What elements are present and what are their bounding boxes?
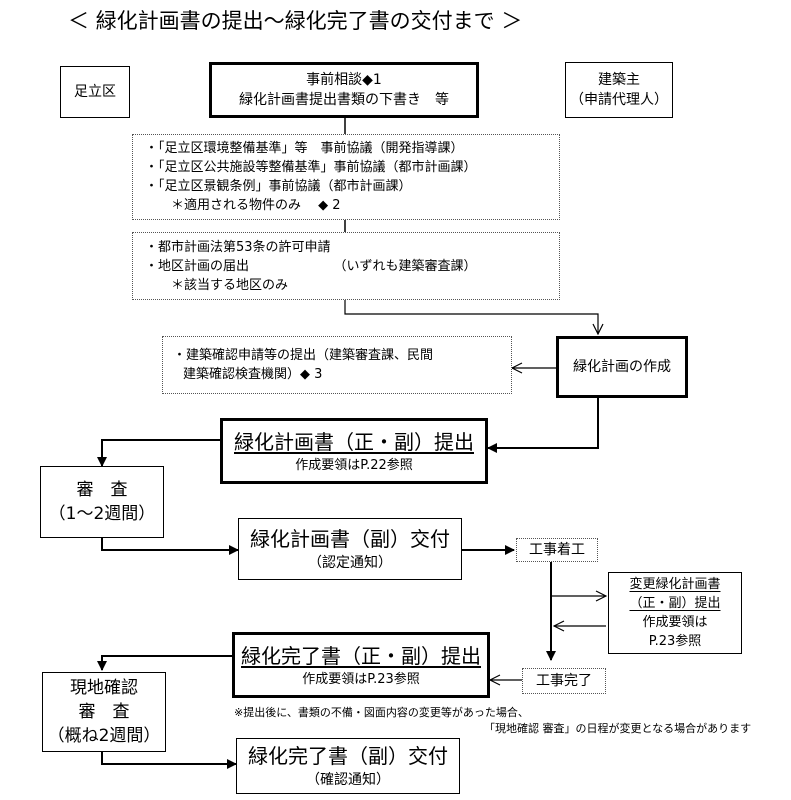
list-item: ＊該当する地区のみ [145,277,289,293]
list-item: ・「足立区景観条例」事前協議（都市計画課） [145,179,412,194]
list-item: ・都市計画法第53条の許可申請 [145,239,331,255]
step-submit-plan: 緑化計画書（正・副）提出 作成要領はP.22参照 [220,418,488,484]
step-create-plan: 緑化計画の作成 [556,336,688,398]
step-pre-consultation: 事前相談◆1 緑化計画書提出書類の下書き 等 [209,62,479,118]
box-prior-consultations: ・「足立区環境整備基準」等 事前協議（開発指導課） ・「足立区公共施設等整備基準… [132,134,560,220]
step-review-2: 現地確認 審 査 （概ね2週間） [42,672,166,752]
step-sub: （認定通知） [308,555,392,571]
note-line-2: 「現地確認 審査」の日程が変更となる場合があります [484,722,752,735]
step-submit-completion: 緑化完了書（正・副）提出 作成要領はP.23参照 [232,632,490,698]
step-label: 審 査 [76,480,128,500]
step-label: 事前相談◆1 [306,72,382,88]
step-label: 工事着工 [529,542,585,558]
step-label: 変更緑化計画書 [629,577,721,592]
step-construction-start: 工事着工 [516,538,598,562]
list-item: ・「足立区公共施設等整備基準」事前協議（都市計画課） [145,160,477,175]
step-sub: 緑化計画書提出書類の下書き 等 [239,92,449,108]
step-sub: P.23参照 [648,634,702,649]
step-label: 緑化完了書（副）交付 [248,744,448,768]
actor-owner-label: 建築主 [598,72,640,88]
step-label: 現地確認 [70,678,138,698]
step-sub: （確認通知） [306,772,390,788]
step-label: 緑化完了書（正・副）提出 [241,643,481,668]
step-construction-end: 工事完了 [522,668,606,694]
step-change-plan: 変更緑化計画書 （正・副）提出 作成要領は P.23参照 [608,572,742,654]
list-item: ・地区計画の届出 （いずれも建築審査課） [145,258,477,274]
step-issue-plan: 緑化計画書（副）交付 （認定通知） [238,518,462,580]
actor-owner: 建築主 （申請代理人） [565,62,673,118]
actor-ward: 足立区 [60,66,130,118]
list-item: ・建築確認申請等の提出（建築審査課、民間 [173,348,434,363]
step-label: 緑化計画書（正・副）提出 [234,429,474,454]
step-issue-completion: 緑化完了書（副）交付 （確認通知） [236,738,460,794]
step-label: （正・副）提出 [629,596,721,611]
step-sub: 作成要領は [642,615,708,630]
list-item: ・「足立区環境整備基準」等 事前協議（開発指導課） [145,141,464,156]
actor-owner-sub: （申請代理人） [570,92,668,108]
box-building-confirmation: ・建築確認申請等の提出（建築審査課、民間 建築確認検査機関）◆ 3 [162,336,512,394]
step-sub: 作成要領はP.23参照 [302,671,420,687]
step-sub: （概ね2週間） [47,726,161,746]
list-item: 建築確認検査機関）◆ 3 [183,367,323,382]
step-label: 審 査 [78,702,130,722]
step-sub: 作成要領はP.22参照 [295,457,413,473]
step-label: 緑化計画書（副）交付 [250,527,450,551]
box-permits: ・都市計画法第53条の許可申請 ・地区計画の届出 （いずれも建築審査課） ＊該当… [132,232,560,300]
step-label: 工事完了 [536,673,592,689]
step-label: 緑化計画の作成 [573,359,671,375]
step-review-1: 審 査 （1～2週間） [40,466,164,538]
step-sub: （1～2週間） [48,504,156,524]
actor-ward-label: 足立区 [74,84,116,100]
list-item: ＊適用される物件のみ ◆ 2 [145,198,341,213]
page-title: ＜ 緑化計画書の提出～緑化完了書の交付まで ＞ [68,9,523,33]
note-line-1: ※提出後に、書類の不備・図面内容の変更等があった場合、 [234,706,529,719]
